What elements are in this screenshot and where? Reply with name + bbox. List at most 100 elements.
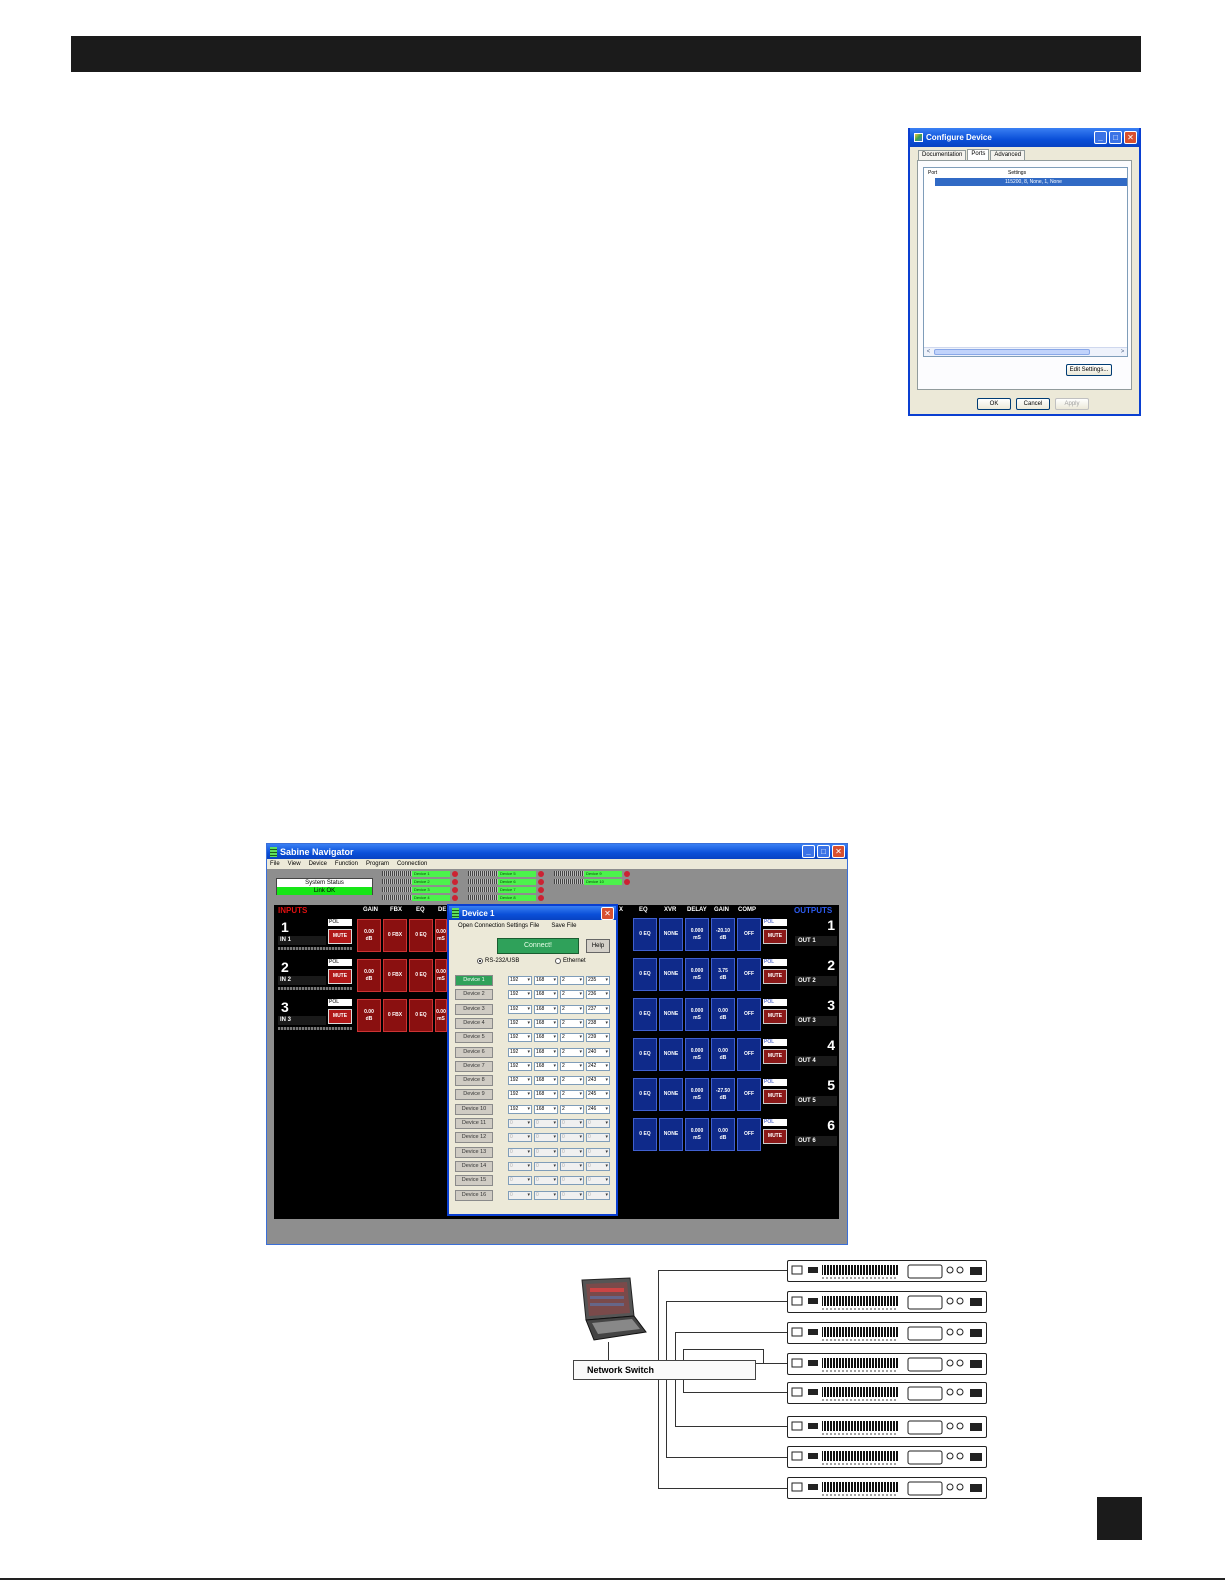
device-select-button[interactable]: Device 3 (455, 1003, 493, 1015)
configure-device-titlebar[interactable]: Configure Device _ □ ✕ (910, 128, 1139, 147)
tab-ports[interactable]: Ports (967, 149, 990, 160)
navigator-titlebar[interactable]: Sabine Navigator _ □ ✕ (267, 844, 847, 859)
device-strip[interactable]: Device 7 (468, 886, 548, 893)
ip-octet-select[interactable]: 239 (586, 1033, 610, 1043)
ip-octet-select[interactable]: 0 (534, 1161, 558, 1171)
mute-button[interactable]: MUTE (763, 1009, 787, 1024)
ip-octet-select[interactable]: 2 (560, 1004, 584, 1014)
input-fbx-button[interactable]: 0 FBX (383, 959, 407, 992)
ip-octet-select[interactable]: 168 (534, 976, 558, 985)
device-select-button[interactable]: Device 6 (455, 1046, 493, 1058)
mute-button[interactable]: MUTE (763, 1089, 787, 1104)
ip-octet-select[interactable]: 2 (560, 1033, 584, 1043)
output-channel-name[interactable]: OUT 1 (795, 936, 837, 946)
output-xvr-button[interactable]: NONE (659, 918, 683, 951)
mute-button[interactable]: MUTE (763, 929, 787, 944)
polarity-select[interactable]: POL (763, 999, 787, 1006)
close-icon[interactable]: ✕ (601, 906, 614, 920)
output-eq-button[interactable]: 0 EQ (633, 1038, 657, 1071)
device-select-button[interactable]: Device 14 (455, 1160, 493, 1172)
scroll-thumb[interactable] (934, 349, 1090, 355)
ip-octet-select[interactable]: 0 (508, 1161, 532, 1171)
output-comp-button[interactable]: OFF (737, 1038, 761, 1071)
ip-octet-select[interactable]: 0 (586, 1176, 610, 1186)
menu-function[interactable]: Function (334, 861, 358, 867)
output-comp-button[interactable]: OFF (737, 1118, 761, 1151)
ip-octet-select[interactable]: 0 (586, 1190, 610, 1200)
polarity-select[interactable]: POL (328, 999, 352, 1006)
cancel-button[interactable]: Cancel (1016, 398, 1050, 410)
input-channel-name[interactable]: IN 2 (278, 976, 326, 985)
ip-octet-select[interactable]: 0 (586, 1119, 610, 1128)
minimize-icon[interactable]: _ (802, 845, 815, 858)
device-strip[interactable]: Device 5 (468, 870, 548, 877)
ethernet-radio[interactable] (555, 958, 561, 964)
ip-octet-select[interactable]: 192 (508, 976, 532, 985)
output-xvr-button[interactable]: NONE (659, 958, 683, 991)
output-comp-button[interactable]: OFF (737, 958, 761, 991)
ip-octet-select[interactable]: 0 (560, 1119, 584, 1128)
ip-octet-select[interactable]: 2 (560, 1076, 584, 1086)
polarity-select[interactable]: POL (763, 1119, 787, 1126)
input-channel-name[interactable]: IN 3 (278, 1016, 326, 1025)
ip-octet-select[interactable]: 242 (586, 1061, 610, 1071)
settings-column-header[interactable]: Settings (1008, 169, 1027, 176)
ip-octet-select[interactable]: 238 (586, 1018, 610, 1028)
apply-button[interactable]: Apply (1055, 398, 1089, 410)
ip-octet-select[interactable]: 236 (586, 990, 610, 1000)
mute-button[interactable]: MUTE (763, 1049, 787, 1064)
device-select-button[interactable]: Device 16 (455, 1189, 493, 1201)
output-comp-button[interactable]: OFF (737, 998, 761, 1031)
device-strip[interactable]: Device 2 (382, 878, 462, 885)
ip-octet-select[interactable]: 168 (534, 1004, 558, 1014)
ip-octet-select[interactable]: 0 (560, 1190, 584, 1200)
input-fbx-button[interactable]: 0 FBX (383, 919, 407, 952)
device-select-button[interactable]: Device 15 (455, 1175, 493, 1187)
output-comp-button[interactable]: OFF (737, 1078, 761, 1111)
input-eq-button[interactable]: 0 EQ (409, 999, 433, 1032)
ip-octet-select[interactable]: 235 (586, 976, 610, 985)
horizontal-scrollbar[interactable]: < > (924, 347, 1127, 356)
device-select-button[interactable]: Device 10 (455, 1103, 493, 1115)
device-strip[interactable]: Device 10 (554, 878, 634, 885)
ip-octet-select[interactable]: 168 (534, 1047, 558, 1057)
ip-octet-select[interactable]: 168 (534, 1033, 558, 1043)
ip-octet-select[interactable]: 0 (534, 1133, 558, 1143)
ip-octet-select[interactable]: 192 (508, 1104, 532, 1114)
output-xvr-button[interactable]: NONE (659, 1038, 683, 1071)
output-eq-button[interactable]: 0 EQ (633, 1078, 657, 1111)
ip-octet-select[interactable]: 168 (534, 1090, 558, 1100)
ip-octet-select[interactable]: 2 (560, 990, 584, 1000)
tab-advanced[interactable]: Advanced (990, 150, 1026, 160)
ip-octet-select[interactable]: 2 (560, 1061, 584, 1071)
ip-octet-select[interactable]: 2 (560, 976, 584, 985)
polarity-select[interactable]: POL (763, 1039, 787, 1046)
maximize-icon[interactable]: □ (1109, 131, 1122, 144)
ip-octet-select[interactable]: 168 (534, 1018, 558, 1028)
ip-octet-select[interactable]: 0 (586, 1133, 610, 1143)
device-select-button[interactable]: Device 7 (455, 1060, 493, 1072)
ip-octet-select[interactable]: 2 (560, 1018, 584, 1028)
output-xvr-button[interactable]: NONE (659, 998, 683, 1031)
polarity-select[interactable]: POL (763, 1079, 787, 1086)
device-select-button[interactable]: Device 8 (455, 1075, 493, 1087)
ip-octet-select[interactable]: 0 (560, 1176, 584, 1186)
ip-octet-select[interactable]: 0 (534, 1176, 558, 1186)
menu-connection[interactable]: Connection (396, 861, 428, 867)
input-eq-button[interactable]: 0 EQ (409, 919, 433, 952)
output-channel-name[interactable]: OUT 3 (795, 1016, 837, 1026)
ports-list[interactable]: Port Settings 115200, 8, None, 1, None <… (923, 167, 1128, 357)
ip-octet-select[interactable]: 192 (508, 1061, 532, 1071)
rs232-radio[interactable] (477, 958, 483, 964)
scroll-left-icon[interactable]: < (926, 349, 931, 355)
